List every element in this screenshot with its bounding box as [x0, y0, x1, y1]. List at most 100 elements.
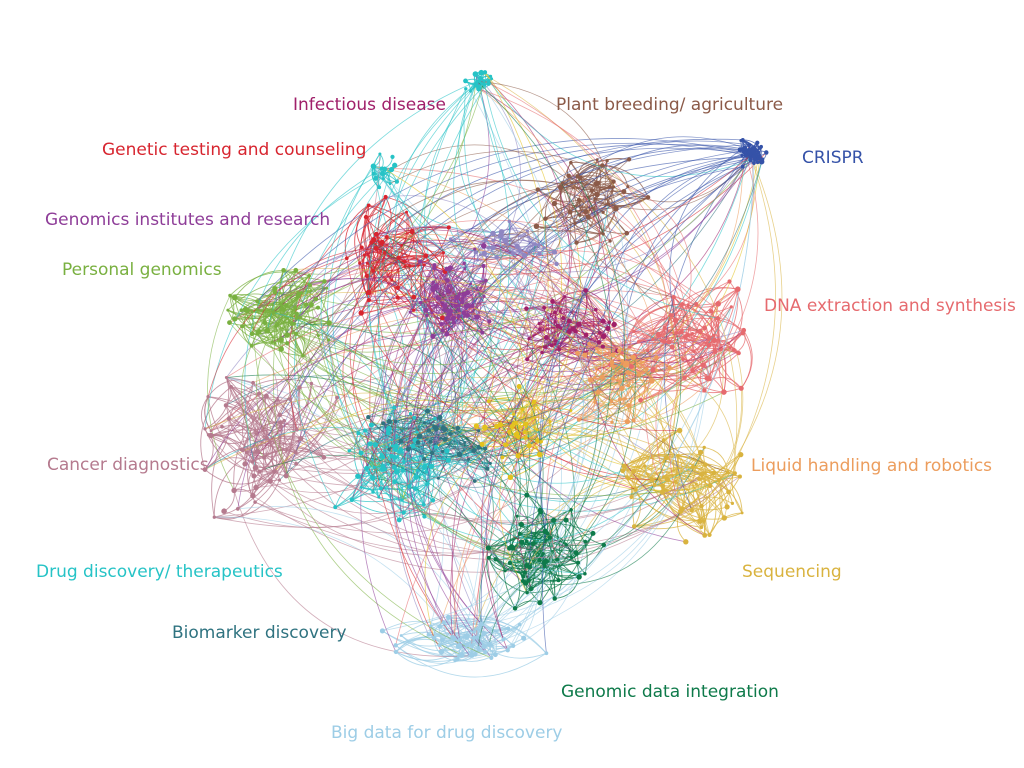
network-node — [358, 261, 362, 265]
network-node — [371, 163, 377, 170]
network-node — [283, 473, 289, 479]
network-edge — [527, 562, 579, 594]
label-genetic-testing: Genetic testing and counseling — [102, 140, 367, 160]
network-edge — [251, 248, 377, 335]
network-node — [389, 166, 395, 173]
network-node — [362, 253, 366, 257]
network-edge — [482, 365, 704, 626]
network-node — [278, 424, 284, 429]
network-node — [497, 422, 504, 428]
network-node — [409, 228, 415, 235]
network-edge — [204, 392, 637, 490]
network-node — [461, 310, 467, 316]
network-node — [460, 296, 465, 301]
network-node — [706, 342, 712, 348]
network-node — [430, 333, 436, 339]
network-node — [541, 552, 545, 556]
network-node — [476, 646, 481, 651]
network-node — [408, 310, 412, 314]
network-node — [465, 633, 470, 638]
network-node — [367, 471, 371, 475]
network-edge — [462, 301, 551, 422]
network-node — [498, 229, 505, 235]
network-node — [446, 284, 450, 288]
network-node — [663, 455, 669, 461]
network-edges — [200, 71, 783, 678]
network-edge — [468, 459, 535, 544]
network-node — [735, 286, 741, 292]
network-node — [271, 310, 276, 315]
network-node — [751, 154, 756, 158]
network-node — [542, 305, 547, 310]
network-edge — [622, 359, 684, 472]
network-edge — [522, 398, 679, 457]
network-node — [490, 230, 496, 237]
network-node — [294, 316, 299, 320]
network-node — [228, 293, 232, 298]
label-big-data: Big data for drug discovery — [331, 723, 563, 743]
network-node — [502, 237, 509, 244]
network-node — [418, 300, 423, 305]
network-node — [636, 339, 641, 344]
network-edge — [488, 345, 657, 402]
network-node — [463, 267, 467, 271]
label-personal-genomics: Personal genomics — [62, 260, 222, 280]
network-node — [252, 465, 259, 471]
network-edge — [210, 153, 381, 432]
network-edge — [300, 225, 520, 294]
network-edge — [516, 432, 711, 492]
network-edge — [384, 168, 484, 267]
network-node — [402, 459, 406, 463]
network-node — [567, 209, 573, 215]
network-node — [307, 273, 312, 278]
network-node — [383, 467, 388, 472]
network-edge — [486, 323, 580, 640]
network-node — [491, 239, 495, 242]
network-node — [573, 221, 577, 226]
network-edge — [256, 331, 682, 463]
network-node — [515, 434, 521, 440]
network-node — [533, 416, 537, 419]
network-edge — [227, 281, 328, 311]
network-node — [740, 511, 744, 515]
network-node — [522, 580, 529, 586]
network-node — [661, 487, 665, 491]
network-node — [599, 374, 605, 380]
network-edge — [577, 136, 750, 177]
network-node — [517, 531, 522, 536]
network-node — [471, 447, 477, 454]
network-node — [483, 649, 488, 655]
network-node — [485, 545, 492, 551]
network-node — [493, 652, 498, 658]
network-edge — [400, 440, 460, 458]
network-edge — [267, 80, 478, 331]
network-node — [521, 253, 528, 259]
network-node — [550, 299, 555, 304]
network-edge — [368, 281, 614, 356]
network-node — [658, 477, 661, 481]
network-edge — [602, 165, 738, 518]
network-node — [721, 389, 727, 395]
network-node — [439, 321, 444, 327]
network-node — [263, 393, 269, 399]
network-node — [425, 481, 430, 486]
network-node — [679, 329, 684, 335]
network-edge — [471, 198, 629, 646]
network-node — [637, 371, 642, 377]
network-node — [232, 316, 238, 322]
network-edge — [584, 352, 647, 370]
network-node — [441, 620, 446, 625]
network-node — [255, 307, 260, 312]
network-edge — [432, 73, 490, 288]
network-node — [611, 185, 616, 189]
network-edge — [700, 338, 710, 379]
network-edge — [252, 472, 736, 573]
network-node — [226, 416, 232, 421]
network-node — [239, 308, 244, 313]
network-node — [587, 341, 591, 346]
network-node — [536, 451, 543, 458]
network-edge — [375, 218, 546, 446]
network-node — [539, 440, 543, 444]
network-edge — [287, 196, 386, 430]
network-node — [445, 614, 451, 620]
